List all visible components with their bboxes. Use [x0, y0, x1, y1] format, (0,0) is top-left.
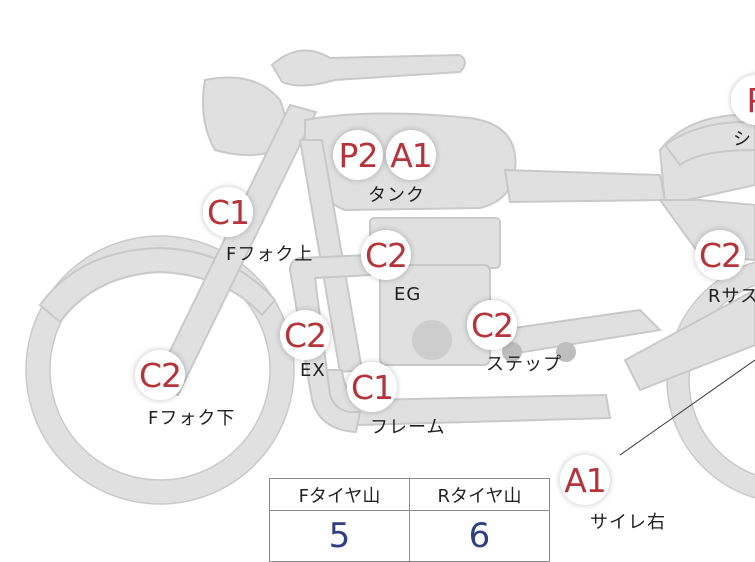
marker-side-r: A1 [560, 455, 610, 505]
rear-wheel [667, 262, 755, 498]
tire-tread-table: Fタイヤ山 Rタイヤ山 5 6 [269, 478, 550, 562]
value-front-tire: 5 [269, 510, 410, 562]
marker-fork-upper: C1 [203, 187, 253, 237]
label-fork-lower: Fフォク下 [148, 408, 236, 429]
label-eg: EG [394, 284, 422, 305]
label-seat: シ [733, 129, 752, 150]
header-rear-tire: Rタイヤ山 [409, 478, 550, 511]
handlebar [270, 49, 466, 87]
marker-tank-a1: A1 [386, 130, 436, 180]
value-rear-tire: 6 [409, 510, 550, 562]
marker-tank-p2: P2 [333, 130, 383, 180]
label-fork-upper: Fフォク上 [226, 244, 314, 265]
exhaust [288, 253, 371, 434]
label-frame: フレーム [370, 417, 446, 438]
marker-ex: C2 [280, 310, 330, 360]
label-step: ステップ [486, 354, 562, 375]
header-front-tire: Fタイヤ山 [269, 478, 410, 511]
leader-line [619, 359, 755, 456]
marker-frame: C1 [347, 362, 397, 412]
muffler [623, 288, 755, 392]
label-rsus: Rサス [708, 286, 755, 307]
marker-eg: C2 [361, 230, 411, 280]
front-fork [150, 103, 318, 397]
label-ex: EX [300, 360, 326, 381]
marker-rsus: C2 [695, 230, 745, 280]
label-tank: タンク [368, 185, 425, 206]
marker-fork-lower: C2 [135, 350, 185, 400]
label-side-r: サイレ右 [590, 512, 666, 533]
marker-step: C2 [467, 300, 517, 350]
